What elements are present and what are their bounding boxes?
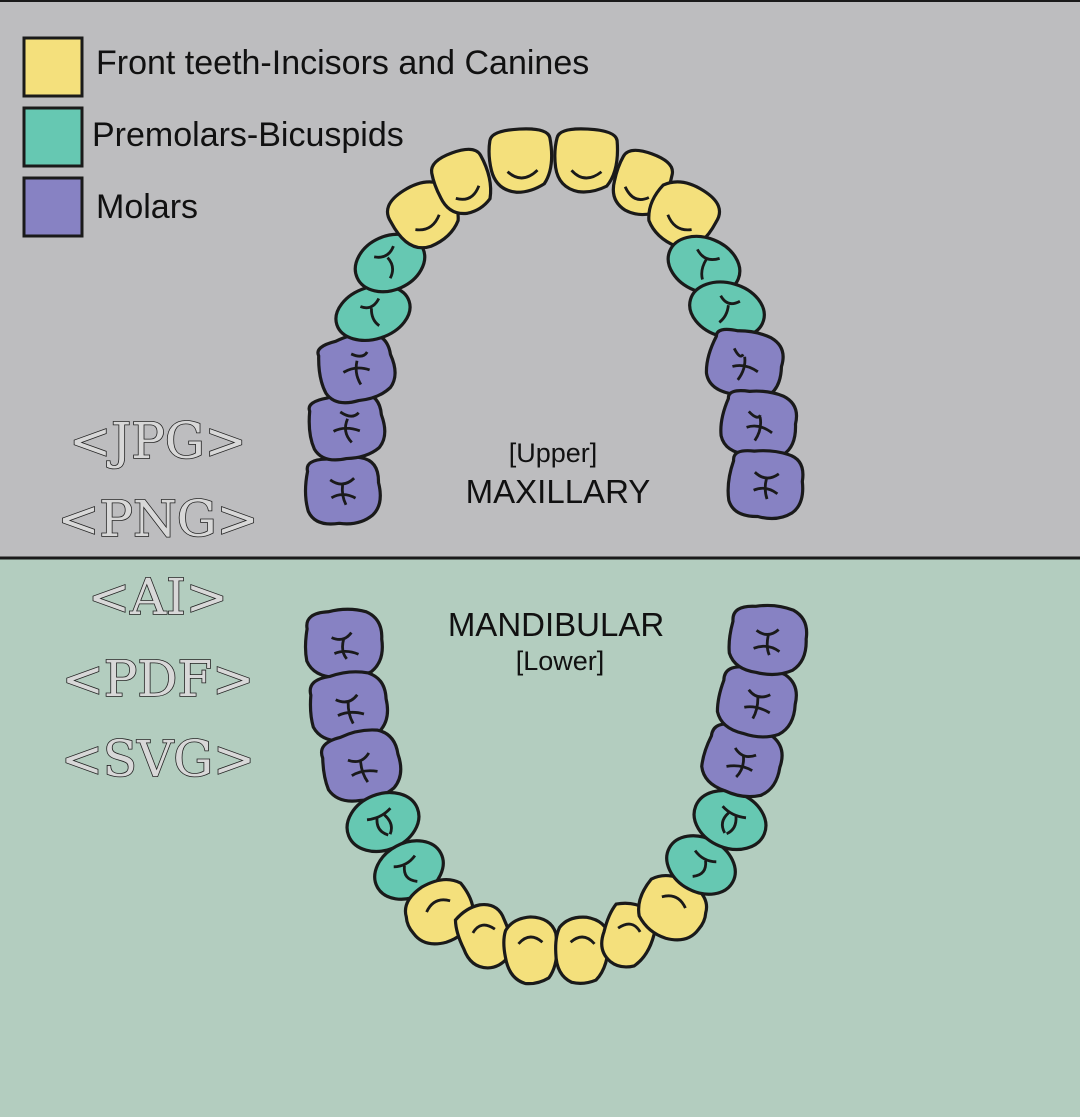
upper-left-molar-1 — [316, 331, 397, 405]
format-label-ai: <AI> — [88, 568, 228, 626]
legend-item-incisors-canines: Front teeth-Incisors and Canines — [22, 36, 589, 98]
upper-left-molar-3 — [303, 454, 382, 526]
upper-panel — [0, 0, 1080, 558]
upper-main-label: MAXILLARY — [466, 473, 651, 510]
legend-swatch-premolars — [22, 106, 84, 168]
upper-right-premolar-1 — [666, 234, 742, 296]
lower-panel — [0, 558, 1080, 1117]
legend-label-premolars: Premolars-Bicuspids — [92, 116, 404, 154]
upper-right-incisor-1 — [553, 127, 620, 194]
upper-right-molar-1 — [704, 327, 785, 400]
format-label-svg: <SVG> — [61, 730, 255, 788]
legend-label-molars: Molars — [96, 188, 198, 226]
format-label-pdf: <PDF> — [62, 650, 254, 708]
format-labels: <JPG> <PNG> <AI> <PDF> <SVG> — [57, 411, 260, 789]
legend-label-incisors-canines: Front teeth-Incisors and Canines — [96, 44, 589, 82]
legend: Front teeth-Incisors and Canines Premola… — [22, 36, 589, 238]
upper-right-molar-3 — [726, 449, 805, 521]
upper-arch — [303, 127, 805, 526]
lower-left-molar-3 — [303, 607, 384, 680]
lower-arch — [303, 603, 809, 986]
lower-right-incisor-1 — [554, 915, 611, 985]
legend-swatch-molars — [22, 176, 84, 238]
format-label-jpg: <JPG> — [69, 412, 246, 470]
upper-left-incisor-1 — [487, 127, 554, 194]
lower-small-label: [Lower] — [516, 646, 605, 676]
legend-item-molars: Molars — [22, 176, 198, 238]
upper-small-label: [Upper] — [509, 438, 598, 468]
lower-right-premolar-1 — [665, 834, 737, 896]
format-label-png: <PNG> — [57, 490, 258, 548]
lower-right-molar-3 — [727, 603, 809, 677]
legend-swatch-incisors-canines — [22, 36, 84, 98]
upper-right-molar-2 — [719, 389, 799, 460]
upper-left-molar-2 — [307, 390, 387, 462]
lower-left-molar-2 — [308, 670, 390, 743]
lower-left-molar-1 — [320, 728, 403, 803]
lower-main-label: MANDIBULAR — [448, 606, 664, 643]
legend-item-premolars: Premolars-Bicuspids — [22, 106, 404, 168]
upper-left-incisor-2 — [429, 147, 493, 216]
lower-left-incisor-1 — [502, 915, 559, 986]
